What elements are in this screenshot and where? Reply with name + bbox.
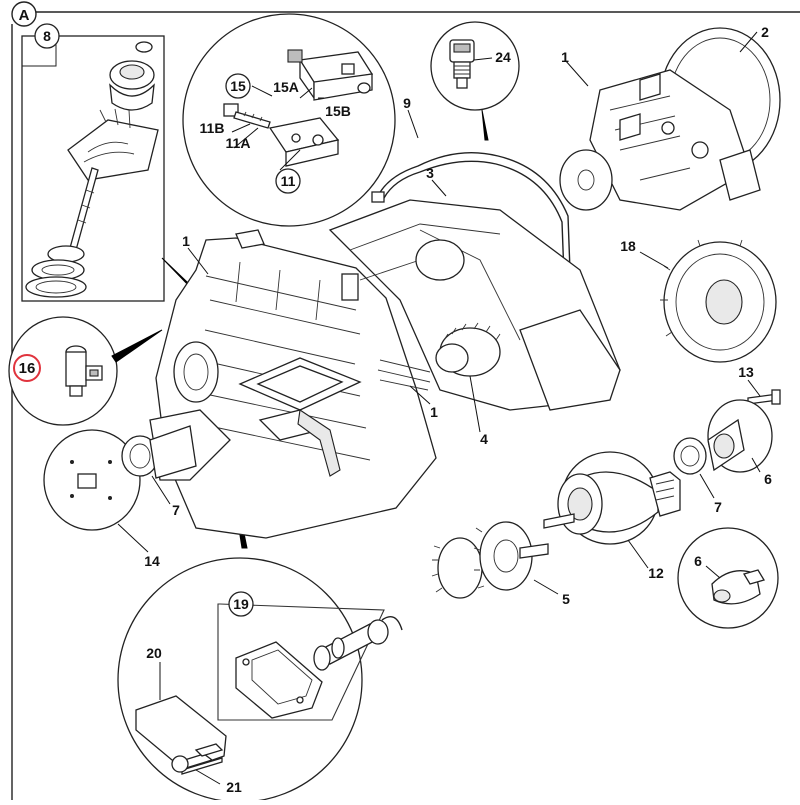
callout-1-bolts: 1	[430, 404, 438, 420]
inset-15-11-solenoid-valves: 15 15A 15B 11B 11A 11	[182, 13, 396, 227]
callout-24: 24	[495, 49, 511, 65]
cover-plate-14-and-seal-7: 14 7	[43, 425, 197, 569]
highlight-ring	[13, 354, 41, 382]
callout-18: 18	[620, 238, 636, 254]
inset-24-pressure-switch: 24	[430, 21, 520, 141]
callout-7-left: 7	[172, 502, 180, 518]
inset-19-20-21-detail: 19 20 21	[117, 557, 403, 803]
flange-6-and-bolt-13: 13 6	[707, 364, 781, 487]
callout-14: 14	[144, 553, 160, 569]
callout-16: 16	[19, 360, 36, 377]
input-gear-4: 4	[435, 322, 501, 447]
callout-1-main: 1	[182, 233, 190, 249]
callout-11: 11	[281, 173, 296, 189]
callout-4: 4	[480, 431, 488, 447]
callout-3: 3	[426, 165, 434, 181]
seal-7-right: 7	[673, 437, 722, 515]
callout-7-right: 7	[714, 499, 722, 515]
callout-12: 12	[648, 565, 664, 581]
inset-8-gear-lever: 8	[21, 23, 165, 302]
section-letter: A	[19, 7, 30, 24]
callout-6-inset: 6	[694, 553, 702, 569]
callout-20: 20	[146, 645, 162, 661]
callout-11b: 11B	[200, 120, 225, 136]
callout-15a: 15A	[273, 79, 299, 95]
callout-6-flange: 6	[764, 471, 772, 487]
callout-19: 19	[233, 596, 249, 612]
callout-5: 5	[562, 591, 570, 607]
page-frame: A	[11, 1, 800, 800]
section-badge	[11, 1, 37, 27]
torque-converter-18: 18	[620, 238, 777, 363]
inset-6-detail: 6	[677, 527, 779, 629]
callout-8: 8	[43, 28, 51, 44]
callout-21: 21	[226, 779, 242, 795]
callout-11a: 11A	[226, 135, 251, 151]
callout-2: 2	[761, 24, 769, 40]
callout-13: 13	[738, 364, 754, 380]
transmission-assembly: 1 2	[559, 24, 781, 211]
callout-9: 9	[403, 95, 411, 111]
clutch-drum-12: 12	[543, 451, 681, 581]
callout-1-top: 1	[561, 49, 569, 65]
oil-pipe-and-rear-housing: 9 3	[328, 95, 621, 411]
inset-16-solenoid: 16	[8, 316, 163, 426]
gear-cluster-5: 5	[431, 521, 570, 607]
callout-15b: 15B	[325, 103, 351, 119]
callout-15: 15	[230, 78, 246, 94]
